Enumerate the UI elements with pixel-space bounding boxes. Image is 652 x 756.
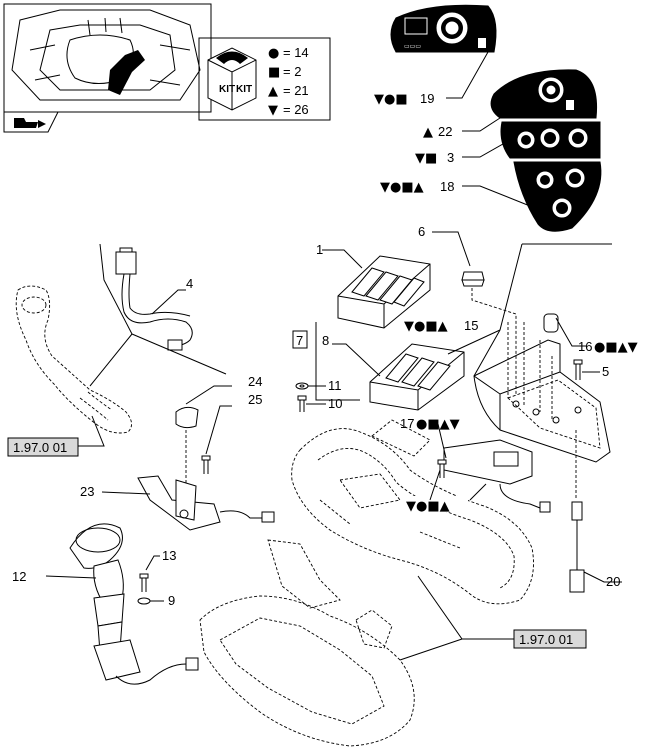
- callout-18-symbols: ▼●■▲: [380, 180, 424, 195]
- callout-1: 1: [316, 242, 323, 257]
- callout-4: 4: [186, 276, 193, 291]
- cable-harness-4: [115, 247, 193, 351]
- kit-count-triangle-down: = 26: [283, 102, 309, 117]
- lower-frame-drawing: [199, 539, 415, 747]
- callout-7: 7: [292, 330, 308, 349]
- cap-16: [543, 313, 559, 333]
- callout-18-number: 18: [440, 179, 454, 194]
- callout-15-symbols: ▼●■▲: [404, 319, 448, 334]
- kit-label-left: KIT: [219, 84, 235, 95]
- callout-13-number: 13: [162, 548, 176, 563]
- callout-24-number: 24: [248, 374, 262, 389]
- callout-24: 24: [248, 374, 262, 389]
- callout-22: ▲ 22: [423, 124, 452, 140]
- callout-16: 16 ●■▲▼: [578, 339, 638, 355]
- callout-11: 11: [328, 378, 342, 393]
- kit-cube-icon: KIT KIT: [207, 47, 257, 111]
- reference-right-text: 1.97.0 01: [519, 632, 573, 647]
- kit-box: KIT KIT ● = 14 ■ = 2 ▲ = 21 ▼ = 26: [198, 37, 331, 121]
- callout-17: 17 ●■▲▼: [400, 416, 460, 432]
- kit-count-triangle-up: = 21: [283, 83, 309, 98]
- callout-6-number: 6: [418, 224, 425, 239]
- callout-25-number: 25: [248, 392, 262, 407]
- callout-8-number: 8: [322, 333, 329, 348]
- callout-22-number: 22: [438, 124, 452, 139]
- callout-17-number: 17: [400, 416, 414, 431]
- sensor-20: [569, 430, 585, 593]
- callout-15-number: 15: [464, 318, 478, 333]
- callout-19-number: 19: [420, 91, 434, 106]
- reference-box-right[interactable]: 1.97.0 01: [513, 629, 587, 649]
- callout-25: 25: [248, 392, 262, 407]
- screw-5: [573, 359, 583, 380]
- decal-panel-22: [490, 69, 598, 119]
- callout-10-number: 10: [328, 396, 342, 411]
- callout-6: 6: [418, 224, 425, 239]
- location-tab: [3, 111, 59, 133]
- svg-text:▭▭▭: ▭▭▭: [404, 43, 421, 50]
- switch-block-1: [337, 255, 431, 329]
- callout-23: 23: [80, 484, 94, 499]
- kit-count-square: = 2: [283, 64, 301, 79]
- callout-12-number: 12: [12, 569, 26, 584]
- callout-13: 13: [162, 548, 176, 563]
- callout-18: ▼●■▲ 18: [380, 179, 454, 195]
- callout-16-symbols: ●■▲▼: [594, 340, 638, 355]
- callout-23-number: 23: [80, 484, 94, 499]
- callout-9-number: 9: [168, 593, 175, 608]
- callout-1-number: 1: [316, 242, 323, 257]
- callout-10: 10: [328, 396, 342, 411]
- callout-mid-symbols-text: ▼●■▲: [406, 499, 450, 514]
- screw-13: [139, 573, 149, 592]
- callout-20-number: 20: [606, 574, 620, 589]
- decal-panel-19: ▭▭▭: [390, 4, 497, 53]
- kit-label-right: KIT: [236, 84, 252, 95]
- kit-symbol-triangle-up: ▲: [268, 84, 278, 99]
- kit-symbol-triangle-down: ▼: [268, 103, 278, 118]
- washer-9: [137, 597, 151, 605]
- bracket-23: [137, 475, 275, 531]
- location-thumbnail: [3, 3, 212, 113]
- callout-11-number: 11: [328, 378, 342, 393]
- callout-4-number: 4: [186, 276, 193, 291]
- bracket-17: [443, 439, 551, 513]
- callout-7-number: 7: [296, 333, 303, 348]
- callout-12: 12: [12, 569, 26, 584]
- callout-3: ▼■ 3: [415, 150, 454, 166]
- callout-20: 20: [606, 574, 620, 589]
- kit-symbol-circle: ●: [268, 46, 279, 61]
- callout-22-symbols: ▲: [423, 125, 433, 140]
- reference-box-left[interactable]: 1.97.0 01: [7, 437, 79, 457]
- callout-5: 5: [602, 364, 609, 379]
- callout-15: ▼●■▲ 15: [404, 318, 478, 334]
- armrest-cover-drawing: [15, 285, 132, 434]
- joystick-12: [69, 523, 199, 685]
- reference-left-text: 1.97.0 01: [13, 440, 67, 455]
- knob-6: [461, 271, 485, 287]
- callout-19: ▼●■ 19: [374, 91, 434, 107]
- callout-3-number: 3: [447, 150, 454, 165]
- screw-10: [297, 395, 307, 412]
- callout-16-number: 16: [578, 339, 592, 354]
- kit-count-circle: = 14: [283, 45, 309, 60]
- screw-25: [201, 455, 211, 474]
- callout-19-symbols: ▼●■: [374, 92, 408, 107]
- decal-panel-3: [500, 121, 601, 159]
- callout-9: 9: [168, 593, 175, 608]
- kit-legend: ● = 14 ■ = 2 ▲ = 21 ▼ = 26: [268, 45, 309, 118]
- callout-5-number: 5: [602, 364, 609, 379]
- callout-8: 8: [322, 333, 329, 348]
- decal-panel-18: [513, 161, 602, 232]
- callout-mid-symbols: ▼●■▲: [406, 496, 468, 514]
- kit-symbol-square: ■: [268, 65, 280, 80]
- callout-3-symbols: ▼■: [415, 151, 437, 166]
- switch-block-8: [369, 343, 465, 411]
- washer-11: [295, 382, 309, 390]
- pad-24: [175, 406, 199, 429]
